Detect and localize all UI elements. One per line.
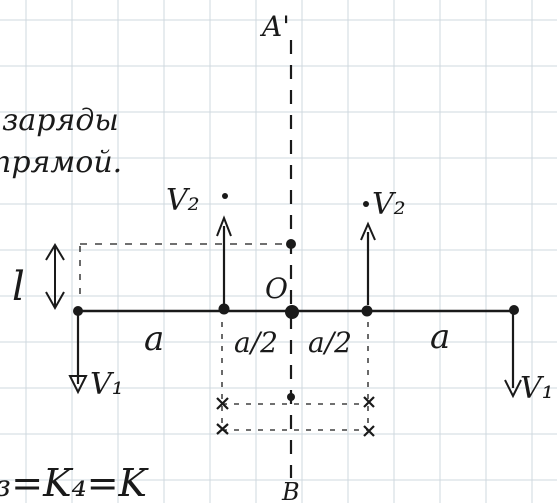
charge-2 — [218, 303, 230, 315]
charge-origin — [285, 305, 299, 319]
label-axis-top: A' — [259, 10, 290, 43]
charge-2-later-position — [222, 193, 228, 199]
label-v2-left: V₂ — [166, 183, 200, 218]
label-origin: O — [265, 272, 288, 305]
axis-lower-point — [287, 393, 295, 401]
arrowhead-v1-right — [504, 379, 522, 399]
cross-marks — [216, 396, 375, 437]
label-axis-bottom: B — [281, 478, 300, 503]
charge-1 — [73, 306, 83, 316]
label-segment-half-left: a/2 — [234, 326, 278, 359]
text-fragment-line1: заряды — [2, 103, 119, 138]
arrowhead-v2-left — [216, 215, 232, 237]
length-l-arrowhead-bottom — [45, 291, 65, 311]
charge-4 — [509, 305, 519, 315]
label-length-l: l — [12, 264, 25, 310]
label-segment-half-right: a/2 — [308, 326, 352, 359]
arrowhead-v2-right — [360, 221, 376, 241]
charge-3 — [361, 305, 373, 317]
text-fragment-line2: прямой. — [0, 145, 122, 180]
cross-top-right — [363, 396, 375, 408]
equation-fragment: ₃=K₄=K — [0, 461, 150, 503]
label-v1-right: V₁ — [520, 371, 554, 406]
cross-bottom-right — [363, 425, 375, 437]
label-v2-right: V₂ — [372, 187, 406, 222]
arrowhead-v1-left — [68, 375, 88, 395]
charge-3-later-position — [363, 201, 369, 207]
cross-bottom-left — [216, 423, 229, 435]
label-segment-a-right: a — [430, 317, 450, 357]
cross-top-left — [216, 397, 229, 410]
axis-point — [286, 239, 296, 249]
label-v1-left: V₁ — [90, 367, 124, 402]
label-segment-a-left: a — [144, 319, 164, 359]
length-l-arrowhead-top — [45, 243, 65, 261]
